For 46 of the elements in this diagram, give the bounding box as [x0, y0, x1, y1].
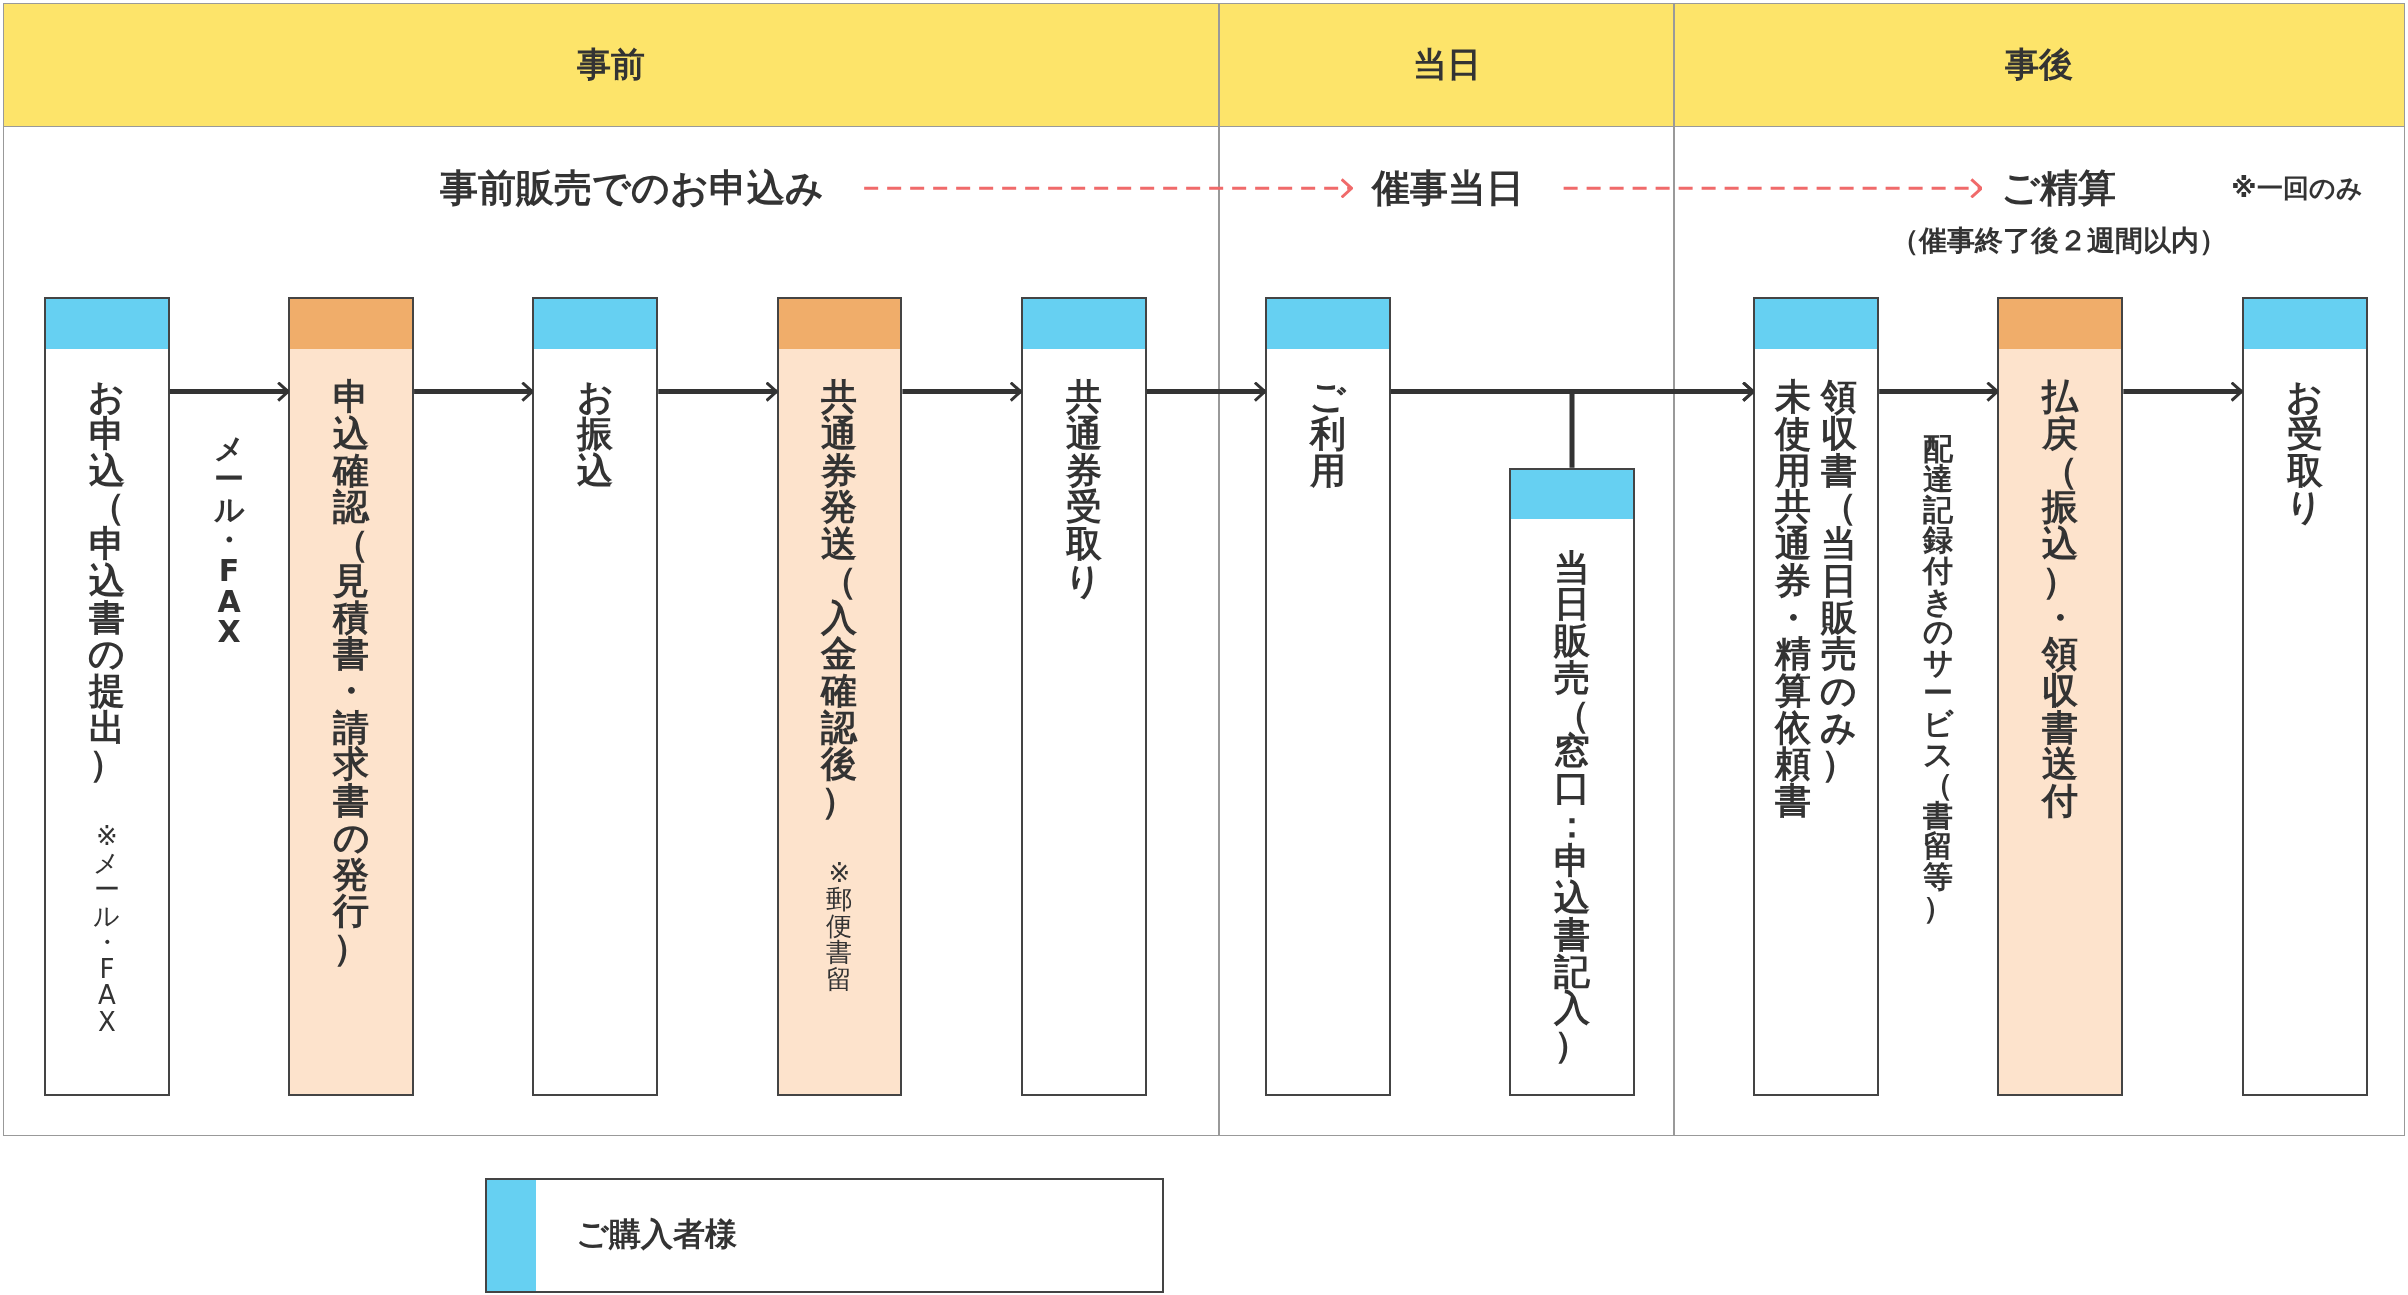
step-box [1020, 297, 1147, 1096]
step-text: お申込（申込書の提出） [87, 379, 127, 784]
step-text: 領収書（当日販売のみ） [1819, 379, 1859, 784]
step-text: 当日販売（窓口：申込書記入） [1552, 549, 1591, 1064]
step-box [1753, 297, 1880, 1096]
arrow [414, 381, 534, 403]
step-text: お受取り [2285, 379, 2325, 527]
legend-text: ご購入者様 [576, 1214, 738, 1256]
step-text: 未使用共通券・精算依頼書 [1773, 379, 1813, 820]
arrow [2123, 381, 2244, 403]
header-band: 当日 [1220, 4, 1673, 127]
step-box [1997, 297, 2124, 1096]
phase-label: 催事当日 [1371, 162, 1524, 214]
step-text: お振込 [575, 379, 615, 490]
note-text: ※一回のみ [2231, 171, 2363, 205]
step-text: 共通券発送（入金確認後） [819, 379, 859, 820]
arrow [902, 381, 1023, 403]
step-text: 払戻（振込）・領収書送付 [2040, 379, 2080, 820]
arrow [1879, 381, 1999, 403]
arrow [658, 381, 778, 403]
step-box [776, 297, 903, 1096]
dashed-arrow [864, 177, 1354, 199]
section-panel [3, 3, 1220, 1137]
edge-label: 配達記録付きのサービス（書留等） [1921, 433, 1955, 924]
step-box [1509, 467, 1635, 1096]
note-text: ※郵便書留 [825, 859, 854, 993]
note-text: ※メール・FAX [92, 823, 122, 1036]
phase-label: ご精算 [2001, 162, 2117, 214]
note-text: （催事終了後２週間以内） [1890, 222, 2227, 259]
step-text: 共通券受取り [1064, 379, 1104, 600]
section-panel [1219, 3, 1674, 1137]
phase-label: 事前販売でのお申込み [440, 162, 825, 214]
step-text: ご利用 [1308, 379, 1348, 490]
arrow [169, 381, 290, 403]
header-band: 事後 [1674, 4, 2404, 127]
step-box [1264, 297, 1391, 1096]
step-box [44, 297, 170, 1096]
arrow [1569, 381, 1755, 468]
step-box [2241, 297, 2368, 1096]
step-text: 申込確認（見積書・請求書の発行） [331, 379, 371, 967]
arrow [1146, 381, 1267, 403]
dashed-arrow [1563, 177, 1983, 199]
step-box [288, 297, 415, 1096]
section-panel [1673, 3, 2405, 1137]
step-box [532, 297, 659, 1096]
header-band: 事前 [4, 4, 1219, 127]
